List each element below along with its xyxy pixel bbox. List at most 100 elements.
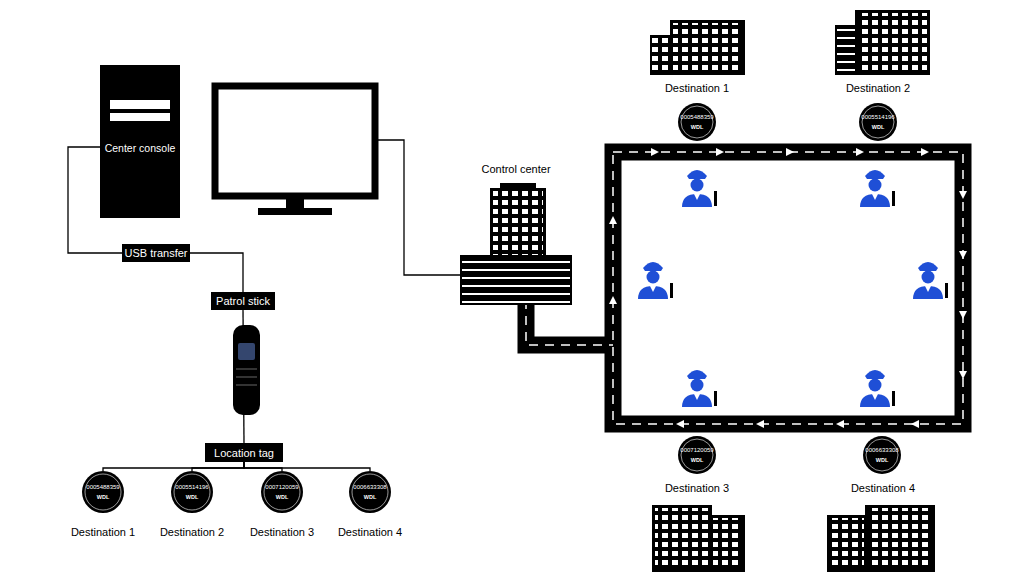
building-tower (490, 188, 546, 260)
guard-figure (682, 170, 717, 207)
node-text: 0005514196 (861, 114, 894, 121)
control-center: Control center (458, 163, 574, 307)
direction-arrow (609, 216, 617, 224)
connector-wire (190, 253, 243, 292)
location-tag: 0006633308WDL (863, 436, 901, 474)
direction-arrow (836, 420, 844, 428)
patrol-stick-device (233, 325, 260, 415)
building-windows (713, 518, 742, 569)
direction-arrow (651, 148, 659, 156)
building (650, 35, 672, 75)
road-centerline (526, 300, 613, 345)
node-text: Location tag (214, 447, 274, 459)
stick-grip (236, 368, 257, 370)
road-centerline (613, 152, 963, 424)
label-box: Location tag (205, 443, 283, 462)
tag-disc (678, 436, 716, 474)
patrol-road (613, 152, 963, 424)
tag-body (678, 103, 716, 141)
building (865, 505, 935, 572)
node-text: Center console (105, 142, 176, 154)
location-tag: 0005514196WDL (859, 103, 897, 141)
tag-disc (261, 471, 303, 513)
monitor-wire (378, 140, 462, 275)
building (835, 25, 857, 75)
guard-figure (913, 262, 948, 299)
destination-label: Destination 4 (338, 526, 402, 538)
console-bay (110, 100, 170, 109)
node-text: 0005488359 (86, 484, 119, 491)
location-tag: 0007120059WDL (261, 471, 303, 513)
tag-ring (174, 474, 210, 510)
node-text: Control center (481, 163, 550, 175)
building-windows (858, 13, 927, 72)
tag-ring (352, 474, 388, 510)
node-text: WDL (691, 124, 704, 131)
destination-label: Destination 2 (160, 526, 224, 538)
node-text: 0007120059 (265, 484, 298, 491)
center-console: Center console (100, 65, 180, 218)
tag-ring (681, 106, 713, 138)
guard-figure (638, 262, 673, 299)
direction-arrow (609, 296, 617, 304)
tag-ring (264, 474, 300, 510)
node-text: 0007120059 (680, 447, 713, 454)
monitor-screen (215, 86, 375, 196)
direction-arrow (786, 148, 794, 156)
location-tag: 0006633308WDL (349, 471, 391, 513)
tag-ring (85, 474, 121, 510)
node-text: WDL (876, 457, 889, 464)
building (827, 515, 867, 572)
destination-label: Destination 2 (846, 82, 910, 94)
guard-figure (860, 170, 895, 207)
tag-disc (82, 471, 124, 513)
node-text: USB transfer (125, 247, 188, 259)
console-bay (110, 113, 170, 121)
connector-wire (192, 462, 244, 471)
direction-arrow (959, 311, 967, 319)
tag-body (859, 103, 897, 141)
stick-grip (236, 376, 257, 378)
tag-body (171, 471, 213, 513)
building-windows (652, 38, 670, 72)
tag-disc (349, 471, 391, 513)
building-windows (868, 508, 932, 569)
direction-arrow (911, 420, 919, 428)
stick-grip (236, 384, 257, 386)
location-tag: 0005488359WDL (82, 471, 124, 513)
tag-body (349, 471, 391, 513)
stick-screen (238, 343, 255, 360)
tag-disc (678, 103, 716, 141)
tag-disc (863, 436, 901, 474)
location-tag: 0007120059WDL (678, 436, 716, 474)
tag-body (863, 436, 901, 474)
tag-disc (859, 103, 897, 141)
tag-body (82, 471, 124, 513)
node-text: WDL (276, 494, 289, 501)
node-text: Patrol stick (216, 295, 270, 307)
building (710, 515, 745, 572)
tag-body (678, 436, 716, 474)
building-windows (837, 28, 855, 72)
building-windows (673, 23, 742, 72)
tag-ring (866, 439, 898, 471)
node-text: WDL (691, 457, 704, 464)
tag-disc (171, 471, 213, 513)
node-text: 0006633308 (353, 484, 386, 491)
building-stripes (462, 257, 570, 303)
road-arrows (609, 148, 967, 428)
location-tag: 0005488359WDL (678, 103, 716, 141)
location-tag: 0005514196WDL (171, 471, 213, 513)
node-text: 0005488359 (680, 114, 713, 121)
direction-arrow (756, 420, 764, 428)
destination-label: Destination 1 (665, 82, 729, 94)
direction-arrow (856, 148, 864, 156)
tag-ring (681, 439, 713, 471)
building (670, 20, 745, 75)
destination-label: Destination 3 (250, 526, 314, 538)
building-windows (655, 508, 709, 569)
node-text: WDL (364, 494, 377, 501)
